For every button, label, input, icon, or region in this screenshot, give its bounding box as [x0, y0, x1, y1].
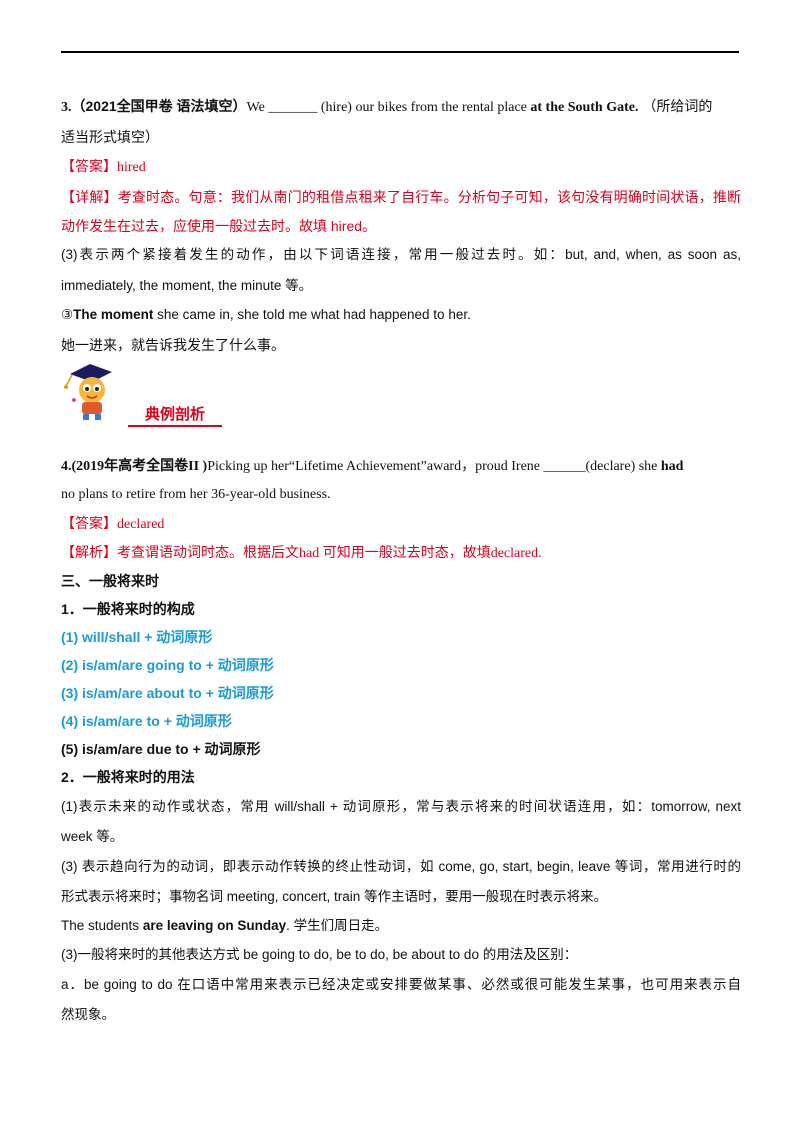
q4-answer-label: 【答案】	[61, 515, 117, 531]
item-a-line1: a．be going to do 在口语中常用来表示已经决定或安排要做某事、必然…	[61, 977, 741, 992]
example-bold: The moment	[73, 307, 154, 322]
section-badge: 典例剖析	[128, 405, 222, 427]
q3-stem-bold: at the South Gate.	[530, 100, 639, 115]
q3-answer-line: 【答案】hired	[61, 157, 741, 177]
q3-answer-label: 【答案】	[61, 158, 117, 174]
q4-answer: declared	[117, 517, 165, 532]
header-rule	[61, 51, 739, 53]
ex-bold: are leaving on Sunday	[142, 918, 287, 933]
rule3-example: ③The moment she came in, she told me wha…	[61, 306, 741, 324]
q4-analysis-line: 【解析】考查谓语动词时态。根据后文had 可知用一般过去时态，故填declare…	[61, 543, 741, 563]
ex-pre: The students	[61, 918, 143, 933]
q4-analysis: 考查谓语动词时态。根据后文had 可知用一般过去时态，故填declared.	[117, 546, 542, 561]
q3-stem-line: 3.（2021全国甲卷 语法填空）We _______ (hire) our b…	[61, 97, 741, 117]
q3-detail-line2: 动作发生在过去，应使用一般过去时。故填 hired。	[61, 218, 377, 234]
item-a-line2: 然现象。	[61, 1007, 115, 1022]
rule3-translation: 她一进来，就告诉我发生了什么事。	[61, 337, 285, 353]
q3-source: （2021全国甲卷 语法填空）	[71, 98, 247, 114]
form-item-5: (5) is/am/are due to + 动词原形	[61, 741, 261, 757]
q3-detail-label: 【详解】	[61, 189, 118, 205]
usage3-example: The students are leaving on Sunday. 学生们周…	[61, 917, 741, 935]
usage1-line1: (1)表示未来的动作或状态，常用 will/shall + 动词原形，常与表示将…	[61, 799, 741, 814]
q3-hint-line2: 适当形式填空）	[61, 129, 159, 145]
form-item-4: (4) is/am/are to + 动词原形	[61, 713, 232, 729]
example-rest: she came in, she told me what had happen…	[153, 307, 471, 322]
form-item-1: (1) will/shall + 动词原形	[61, 629, 213, 645]
q3-hint: （所给词的	[638, 98, 713, 114]
q4-stem-line2: no plans to retire from her 36-year-old …	[61, 487, 331, 502]
q4-analysis-label: 【解析】	[61, 544, 117, 560]
q3-detail1: 考查时态。句意：我们从南门的租借点租来了自行车。分析句子可知，该句没有明确时间状…	[117, 189, 742, 205]
q3-stem: We _______ (hire) our bikes from the ren…	[246, 100, 531, 115]
q3-number: 3.	[61, 100, 72, 115]
section3-sub1: 1．一般将来时的构成	[61, 601, 195, 617]
usage3b-line: (3)一般将来时的其他表达方式 be going to do, be to do…	[61, 947, 578, 962]
scholar-mascot-icon	[64, 364, 112, 420]
usage3-line2: 形式表示将来时；事物名词 meeting, concert, train 等作主…	[61, 889, 608, 904]
q4-number-source: 4.(2019年高考全国卷II )	[61, 459, 208, 474]
q3-answer: hired	[117, 160, 146, 175]
usage3-line1: (3) 表示趋向行为的动词，即表示动作转换的终止性动词，如 come, go, …	[61, 859, 741, 874]
ex-post: . 学生们周日走。	[286, 918, 389, 933]
usage1-line2: week 等。	[61, 829, 124, 844]
form-item-2: (2) is/am/are going to + 动词原形	[61, 657, 274, 673]
q4-answer-line: 【答案】declared	[61, 514, 741, 534]
rule3-line2: immediately, the moment, the minute 等。	[61, 278, 313, 293]
form-item-3: (3) is/am/are about to + 动词原形	[61, 685, 274, 701]
q4-stem-bold: had	[660, 459, 684, 474]
q3-detail-line1: 【详解】考查时态。句意：我们从南门的租借点租来了自行车。分析句子可知，该句没有明…	[61, 188, 741, 206]
section3-heading: 三、一般将来时	[61, 573, 159, 589]
rule3-line1: (3)表示两个紧接着发生的动作，由以下词语连接，常用一般过去时。如：but, a…	[61, 247, 741, 262]
example-number: ③	[61, 307, 74, 322]
q4-stem1: Picking up her“Lifetime Achievement”awar…	[207, 459, 661, 474]
q4-stem-line1: 4.(2019年高考全国卷II )Picking up her“Lifetime…	[61, 458, 741, 476]
section3-sub2: 2．一般将来时的用法	[61, 769, 195, 785]
